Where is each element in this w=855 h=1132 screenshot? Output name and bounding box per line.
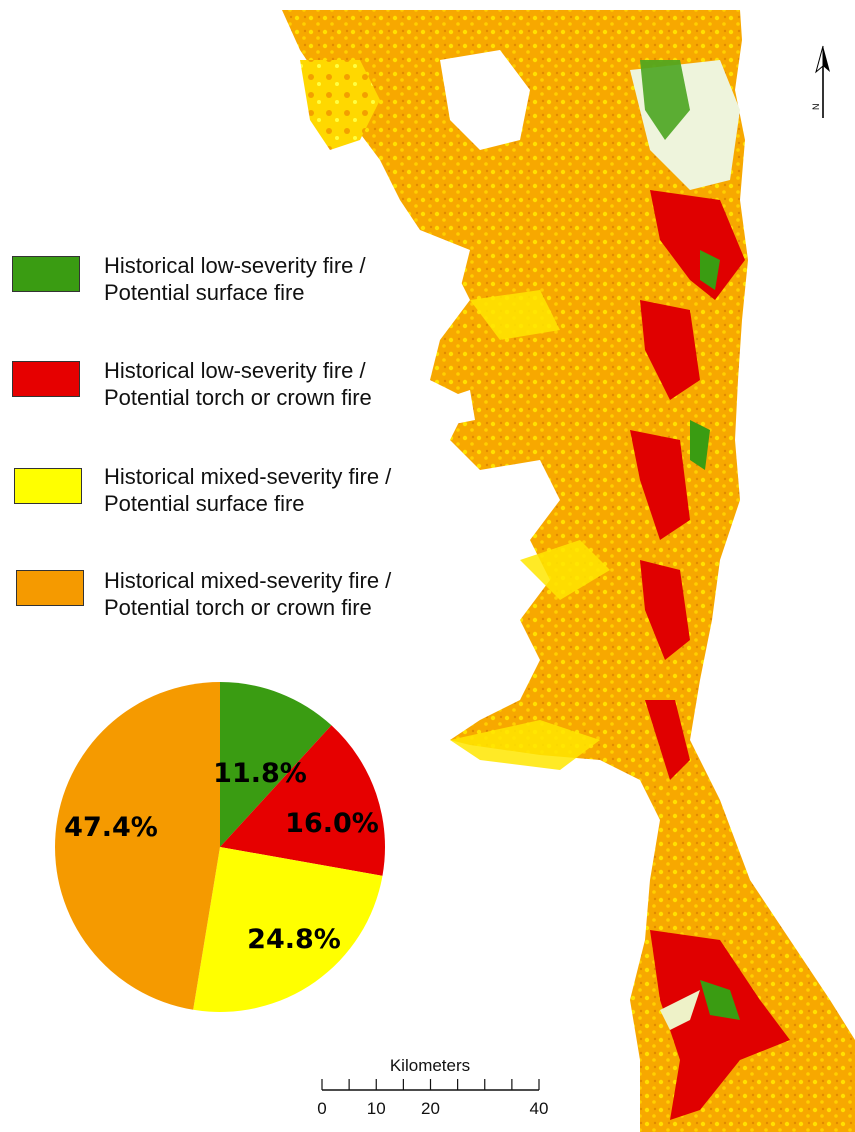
map-surface-green — [690, 420, 710, 470]
legend-label-line2: Potential surface fire — [104, 491, 305, 516]
map-highland-green — [640, 60, 690, 140]
map-crown-band — [650, 930, 790, 1120]
map-valley-pale — [660, 990, 700, 1030]
legend-swatch-red — [12, 361, 80, 397]
legend-label-line2: Potential torch or crown fire — [104, 385, 372, 410]
map-crown-band — [640, 300, 700, 400]
map-surface-green — [700, 980, 740, 1020]
map-gap — [440, 50, 530, 150]
legend-swatch-green — [12, 256, 80, 292]
legend-label: Historical mixed-severity fire / Potenti… — [104, 463, 391, 517]
legend-label: Historical mixed-severity fire / Potenti… — [104, 567, 391, 621]
map-surface-green — [700, 250, 720, 290]
legend-item-low-crown: Historical low-severity fire / Potential… — [0, 357, 480, 427]
map-yellow-finger — [470, 290, 560, 340]
legend-item-mixed-crown: Historical mixed-severity fire / Potenti… — [0, 567, 480, 637]
map-crown-band — [645, 700, 690, 780]
legend-swatch-orange — [16, 570, 84, 606]
legend-label-line1: Historical mixed-severity fire / — [104, 464, 392, 489]
legend-label-line2: Potential torch or crown fire — [104, 595, 372, 620]
map-yellow-finger — [450, 720, 600, 770]
map-crown-band — [640, 560, 690, 660]
legend-item-low-surface: Historical low-severity fire / Potential… — [0, 252, 480, 322]
legend-label-line1: Historical mixed-severity fire / — [104, 568, 392, 593]
map-gap — [440, 390, 475, 425]
map-yellow-finger — [520, 540, 610, 600]
legend-swatch-yellow — [14, 468, 82, 504]
legend-label-line1: Historical low-severity fire / — [104, 253, 366, 278]
legend-label-line1: Historical low-severity fire / — [104, 358, 366, 383]
north-arrow-icon: N — [811, 45, 830, 118]
legend-label: Historical low-severity fire / Potential… — [104, 357, 372, 411]
legend-label-line2: Potential surface fire — [104, 280, 305, 305]
map-west-lobe — [300, 60, 380, 150]
map-crown-band — [630, 430, 690, 540]
legend-label: Historical low-severity fire / Potential… — [104, 252, 366, 306]
map-gap — [420, 230, 470, 290]
map-crown-band — [650, 190, 745, 300]
legend-item-mixed-surface: Historical mixed-severity fire / Potenti… — [0, 463, 480, 533]
north-arrow-label: N — [811, 104, 821, 111]
